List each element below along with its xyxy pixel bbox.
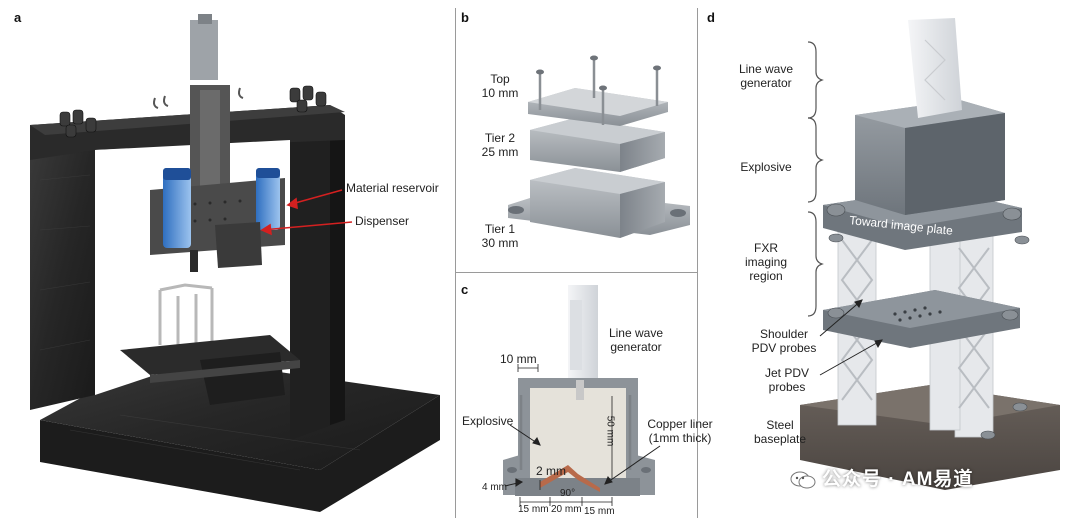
panel-label-b: b <box>461 10 469 25</box>
tier-2-height: 25 mm <box>481 145 519 159</box>
tier-1-height: 30 mm <box>481 236 519 250</box>
d-jet-label: Jet PDV probes <box>764 366 809 394</box>
callout-material-reservoir: Material reservoir <box>346 181 439 195</box>
tier-stack-illustration <box>508 55 690 238</box>
watermark-text: 公众号 · AM易道 <box>822 469 974 490</box>
panel-label-c: c <box>461 282 469 297</box>
tier-2-name: Tier 2 <box>484 131 516 145</box>
c-dim-4: 4 mm <box>482 482 507 493</box>
c-angle-90: 90° <box>560 488 576 499</box>
watermark-logo: 公众号 · AM易道 <box>790 464 973 491</box>
c-dim-2: 2 mm <box>536 464 566 478</box>
d-shoulder-label: Shoulder PDV probes <box>751 327 817 355</box>
c-copper-liner-label: Copper liner (1mm thick) <box>647 417 713 445</box>
c-dim-50: 50 mm <box>604 415 616 447</box>
c-dim-10: 10 mm <box>500 352 537 366</box>
tier-1-label: Tier 1 30 mm <box>470 222 530 250</box>
cross-section-illustration <box>503 285 661 506</box>
panel-label-d: d <box>707 10 715 25</box>
tier-2-label: Tier 2 25 mm <box>470 131 530 159</box>
wechat-icon <box>790 470 816 490</box>
printer-illustration <box>30 14 440 512</box>
d-fxr-label: FXR imaging region <box>744 241 788 283</box>
tier-top-name: Top <box>490 72 510 86</box>
c-dim-20: 20 mm <box>551 504 582 515</box>
divider-left <box>455 8 456 518</box>
tier-top-label: Top 10 mm <box>470 72 530 100</box>
c-line-wave-label: Line wave generator <box>608 326 664 354</box>
callout-arrows <box>260 189 353 236</box>
callout-dispenser: Dispenser <box>355 214 410 228</box>
d-steel-label: Steel baseplate <box>753 418 807 446</box>
c-dim-15-right: 15 mm <box>584 506 615 517</box>
d-explosive-label: Explosive <box>740 160 792 174</box>
assembly-illustration <box>800 18 1060 490</box>
tier-top-height: 10 mm <box>481 86 519 100</box>
panel-label-a: a <box>14 10 22 25</box>
divider-middle <box>455 272 698 273</box>
d-line-wave-label: Line wave generator <box>738 62 794 90</box>
c-dim-15-left: 15 mm <box>518 504 549 515</box>
divider-right <box>697 8 698 518</box>
tier-1-name: Tier 1 <box>484 222 516 236</box>
c-explosive-label: Explosive <box>462 414 514 428</box>
